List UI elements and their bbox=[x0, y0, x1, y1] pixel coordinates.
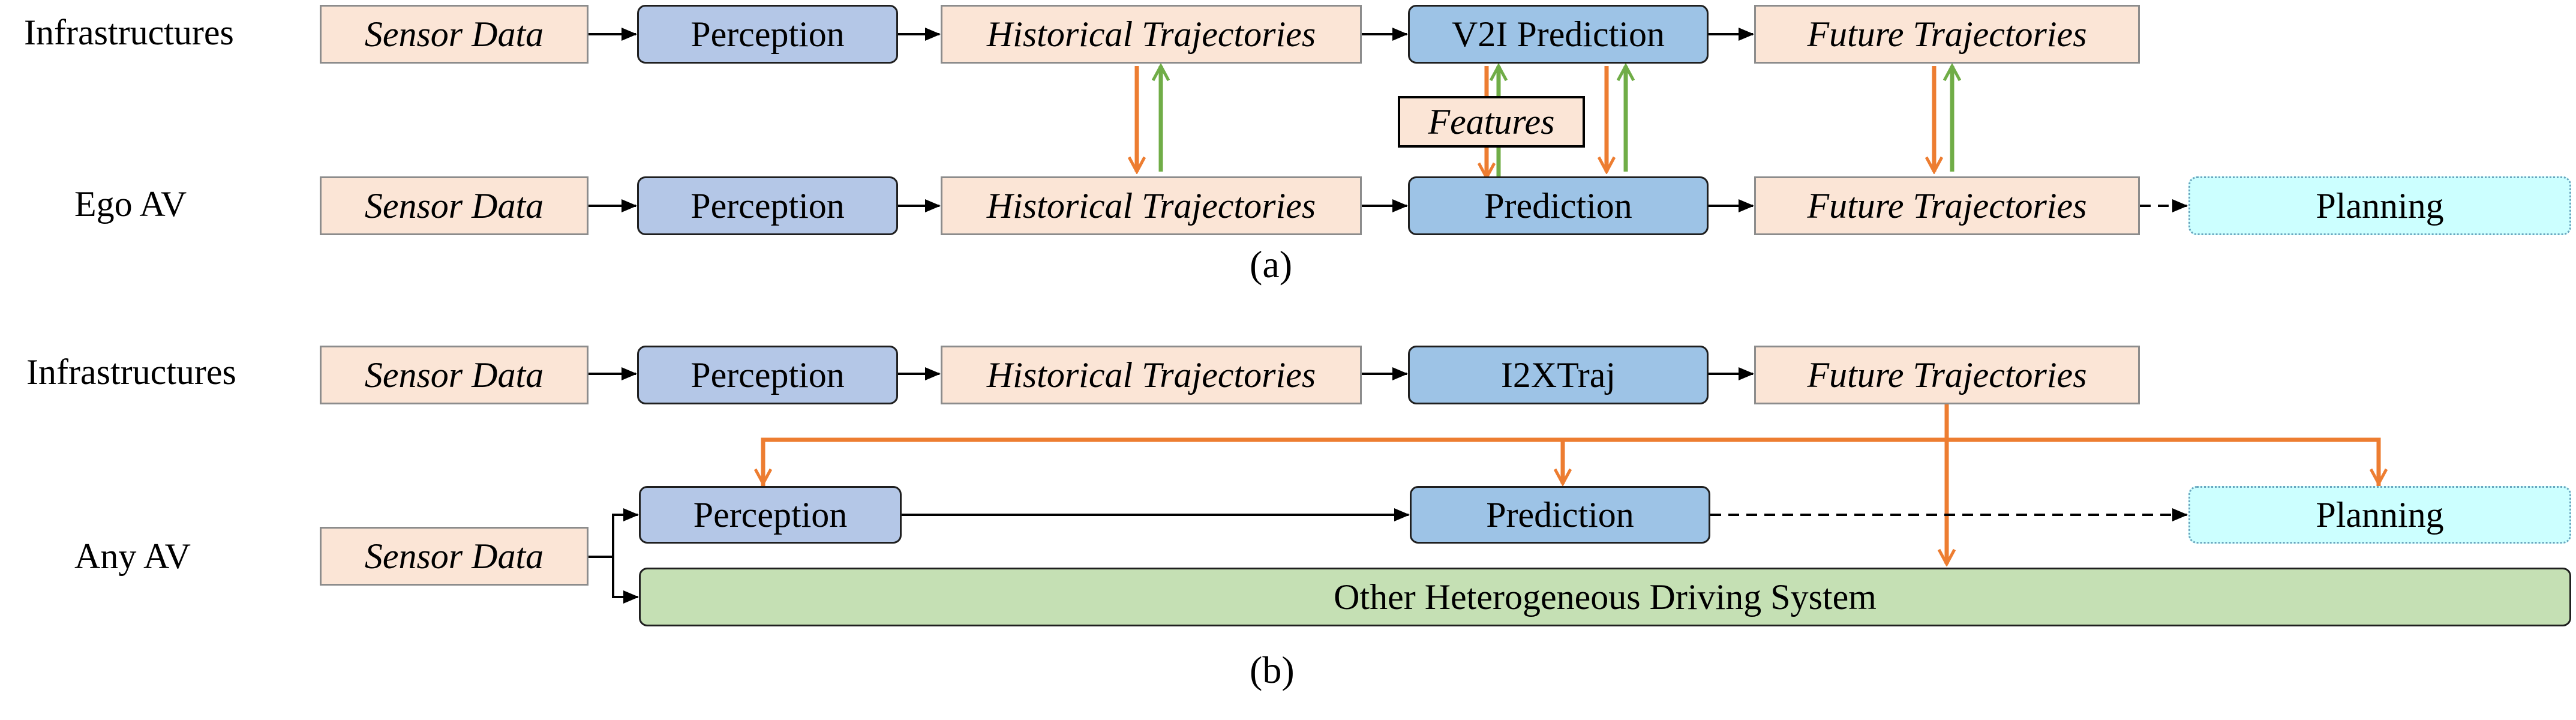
infra-future-trajectories-box-a: Future Trajectories bbox=[1754, 5, 2140, 64]
row-label-any-av: Any AV bbox=[74, 536, 191, 576]
caption-a: (a) bbox=[1250, 243, 1293, 286]
av-perception-box: Perception bbox=[639, 486, 902, 544]
infra-sensor-data-box-b: Sensor Data bbox=[320, 346, 589, 404]
other-heterogeneous-driving-system-box: Other Heterogeneous Driving System bbox=[639, 568, 2571, 626]
caption-b: (b) bbox=[1250, 649, 1295, 691]
planning-box-b: Planning bbox=[2188, 486, 2571, 544]
planning-box-a: Planning bbox=[2188, 176, 2571, 235]
arrow-b-orange-bus bbox=[761, 437, 2381, 486]
features-box: Features bbox=[1398, 96, 1585, 148]
ego-prediction-box: Prediction bbox=[1408, 176, 1709, 235]
infra-sensor-data-box-a: Sensor Data bbox=[320, 5, 589, 64]
i2xtraj-box: I2XTraj bbox=[1408, 346, 1709, 404]
av-prediction-box: Prediction bbox=[1410, 486, 1710, 544]
row-label-ego-av: Ego AV bbox=[74, 184, 187, 224]
av-sensor-data-box: Sensor Data bbox=[320, 527, 589, 586]
row-label-infrastructures-b: Infrastructures bbox=[26, 352, 236, 392]
infra-perception-box-a: Perception bbox=[637, 5, 898, 64]
ego-sensor-data-box: Sensor Data bbox=[320, 176, 589, 235]
row-label-infrastructures-a: Infrastructures bbox=[24, 13, 234, 52]
arrow-b-sensor-split bbox=[589, 508, 639, 558]
ego-perception-box: Perception bbox=[637, 176, 898, 235]
ego-future-trajectories-box: Future Trajectories bbox=[1754, 176, 2140, 235]
arrow-b-sensor-split-lower bbox=[612, 557, 639, 604]
ego-historical-trajectories-box: Historical Trajectories bbox=[941, 176, 1362, 235]
infra-perception-box-b: Perception bbox=[637, 346, 898, 404]
infra-historical-trajectories-box-a: Historical Trajectories bbox=[941, 5, 1362, 64]
infra-historical-trajectories-box-b: Historical Trajectories bbox=[941, 346, 1362, 404]
v2i-prediction-box: V2I Prediction bbox=[1408, 5, 1709, 64]
infra-future-trajectories-box-b: Future Trajectories bbox=[1754, 346, 2140, 404]
